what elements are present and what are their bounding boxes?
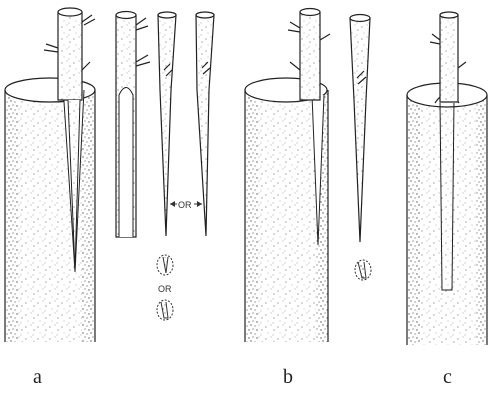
or-arrow: OR (170, 198, 202, 210)
cross-section-b (355, 260, 371, 280)
panel-b (245, 9, 371, 343)
panel-c (407, 12, 488, 345)
cross-section-top (157, 255, 173, 275)
panel-a: OR OR (5, 8, 214, 342)
panel-label-a: a (33, 366, 42, 389)
cross-section-bottom (157, 300, 173, 320)
rootstock-b (245, 78, 328, 342)
scion-wedge-b (350, 15, 370, 243)
or-label-scions: OR (178, 200, 192, 210)
rootstock-c (407, 83, 488, 345)
panel-label-b: b (283, 366, 293, 389)
or-label-sections: OR (158, 284, 172, 294)
rootstock-a (5, 78, 95, 342)
panel-label-c: c (443, 366, 452, 389)
scion-wedge-wide (116, 12, 150, 238)
